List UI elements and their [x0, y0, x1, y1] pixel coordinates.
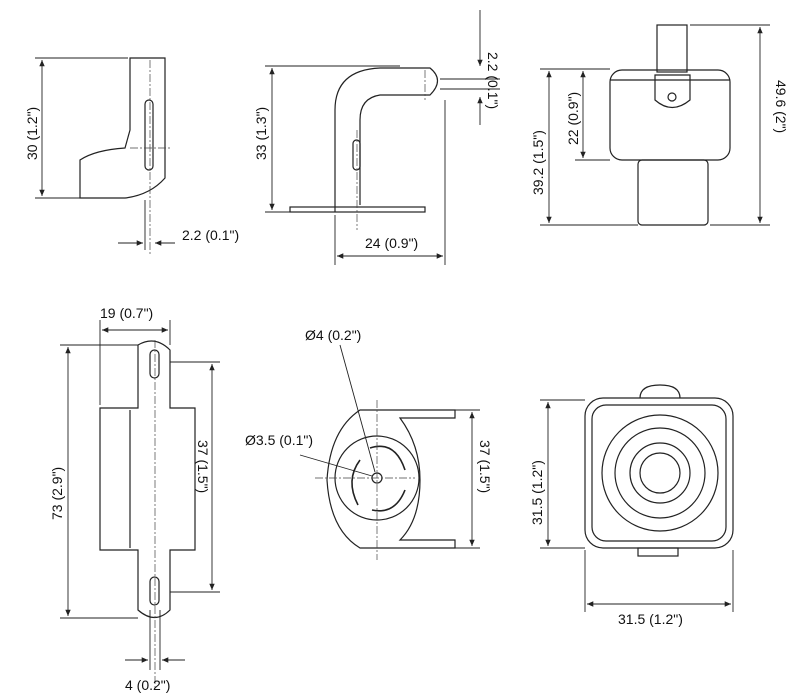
side-bracket-height-label: 30 (1.2"): [24, 107, 40, 160]
side-bracket-view: 30 (1.2") 2.2 (0.1"): [24, 57, 239, 255]
camera-body-height-label: 39.2 (1.5"): [530, 130, 546, 195]
camera-total-height-label: 49.6 (2"): [773, 80, 789, 133]
bracket-front-view: 19 (0.7") 73 (2.9") 37 (1.5") 4 (0.2"): [49, 305, 220, 693]
camera-front-width-label: 31.5 (1.2"): [618, 611, 683, 627]
camera-front-height-label: 31.5 (1.2"): [529, 460, 545, 525]
side-bracket-thickness-label: 2.2 (0.1"): [182, 227, 239, 243]
bracket-hole-spacing-label: 37 (1.5"): [195, 440, 211, 493]
mount-hole-diameter-label: Ø4 (0.2"): [305, 327, 361, 343]
l-bracket-height-label: 33 (1.3"): [253, 107, 269, 160]
bracket-width-label: 19 (0.7"): [100, 305, 153, 321]
l-bracket-thickness-label: 2.2 (0.1"): [485, 52, 501, 109]
l-bracket-width-label: 24 (0.9"): [365, 235, 418, 251]
camera-side-view: 39.2 (1.5") 22 (0.9") 49.6 (2"): [530, 24, 789, 226]
camera-front-view: 31.5 (1.2") 31.5 (1.2"): [529, 384, 734, 627]
l-bracket-view: 33 (1.3") 2.2 (0.1") 24 (0.9"): [253, 10, 501, 265]
bracket-top-span-label: 37 (1.5"): [477, 440, 493, 493]
bracket-slot-width-label: 4 (0.2"): [125, 677, 170, 693]
center-hole-diameter-label: Ø3.5 (0.1"): [245, 432, 313, 448]
camera-box-height-label: 22 (0.9"): [565, 92, 581, 145]
bracket-top-view: Ø4 (0.2") Ø3.5 (0.1") 37 (1.5"): [245, 327, 493, 560]
bracket-length-label: 73 (2.9"): [49, 467, 65, 520]
